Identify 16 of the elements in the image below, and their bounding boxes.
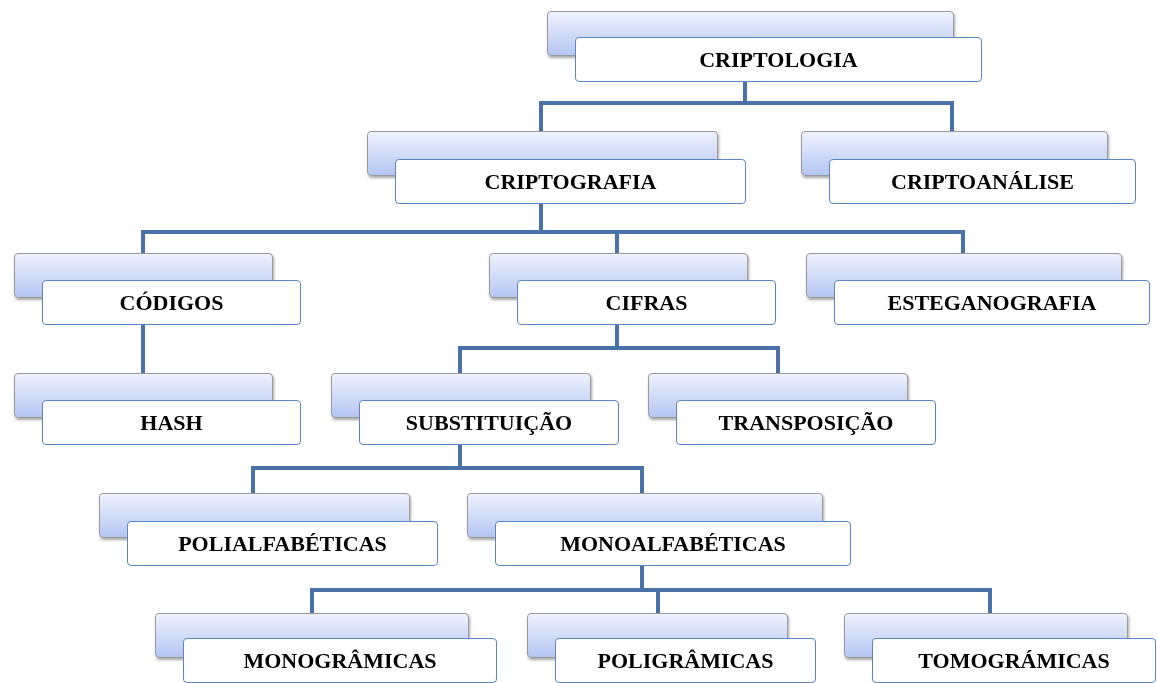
node-label: CRIPTOLOGIA [699, 46, 858, 73]
connector-line [141, 325, 145, 373]
node-label: MONOALFABÉTICAS [560, 530, 786, 557]
node-label: SUBSTITUIÇÃO [405, 409, 573, 436]
node-label: CRIPTOANÁLISE [891, 168, 1074, 195]
node-label: CRIPTOGRAFIA [484, 168, 657, 195]
node-label: TOMOGRÁMICAS [918, 647, 1110, 674]
connector-line [743, 82, 954, 131]
node-label: ESTEGANOGRAFIA [887, 289, 1097, 316]
node-label: MONOGRÂMICAS [243, 647, 437, 674]
node-label: CÓDIGOS [119, 289, 224, 316]
node-label: HASH [140, 409, 203, 436]
node-label: POLIGRÂMICAS [597, 647, 774, 674]
node-label: CIFRAS [605, 289, 688, 316]
node-label: POLIALFABÉTICAS [178, 530, 387, 557]
node-label: TRANSPOSIÇÃO [718, 409, 894, 436]
